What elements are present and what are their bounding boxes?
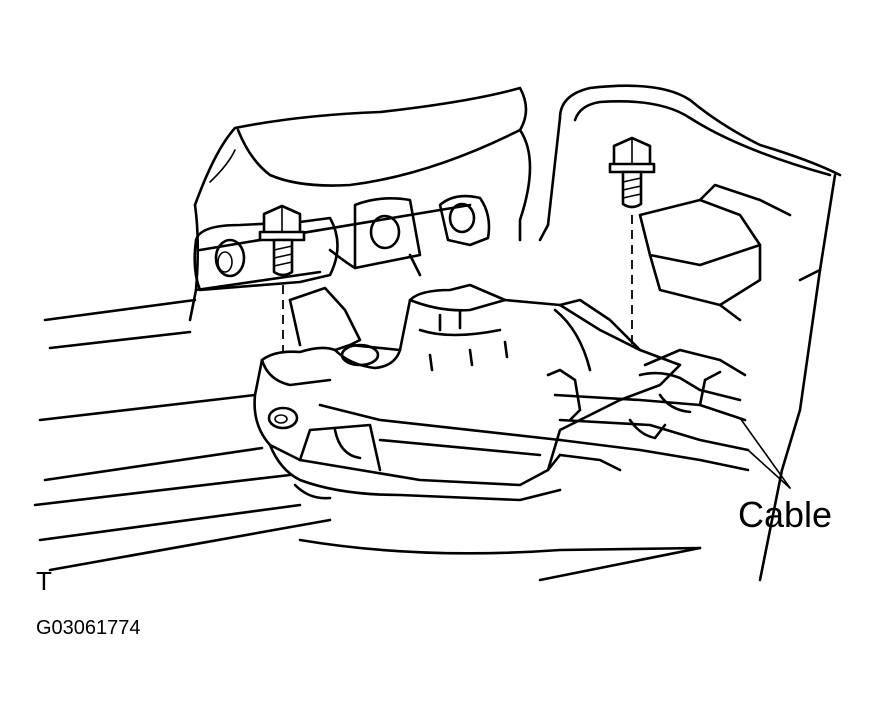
cable-leader-lines <box>739 417 791 489</box>
alignment-lines <box>282 215 633 410</box>
hex-bolt-icon <box>258 204 306 277</box>
right-panel <box>538 84 842 582</box>
cable-assembly <box>546 348 750 472</box>
mounting-plate <box>193 194 491 292</box>
cable-label: Cable <box>738 494 833 535</box>
view-letter: T <box>36 566 52 596</box>
frame-rails <box>33 298 702 582</box>
hex-bolt-icon <box>608 136 656 209</box>
figure-code: G03061774 <box>36 617 141 639</box>
actuator-housing <box>253 283 682 502</box>
